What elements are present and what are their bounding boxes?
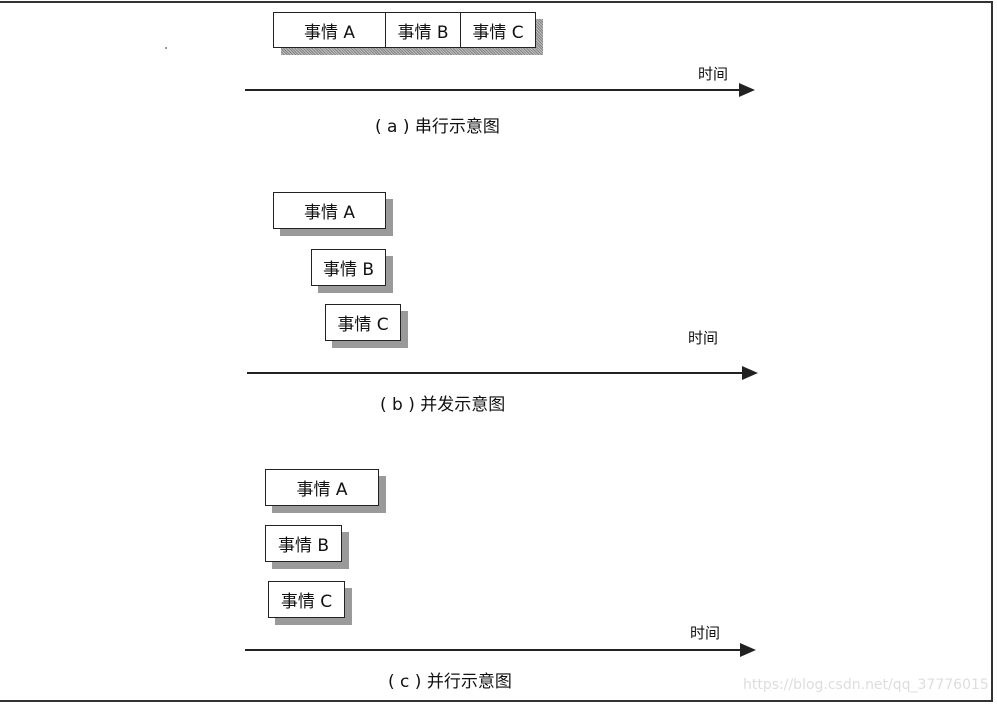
time-axis-arrow bbox=[245, 83, 755, 97]
caption: ( a ) 串行示意图 bbox=[375, 117, 500, 137]
box-shadow bbox=[281, 47, 543, 55]
event-a-box: 事情 A bbox=[273, 12, 386, 48]
caption: ( c ) 并行示意图 bbox=[388, 672, 512, 692]
caption: ( b ) 并发示意图 bbox=[380, 395, 506, 415]
watermark: https://blog.csdn.net/qq_37776015 bbox=[743, 677, 989, 693]
time-axis-label: 时间 bbox=[690, 624, 721, 642]
time-axis-arrow bbox=[245, 643, 756, 657]
box-shadow bbox=[535, 19, 543, 49]
time-axis-arrow bbox=[247, 366, 758, 380]
event-b-box: 事情 B bbox=[265, 525, 342, 562]
speck bbox=[165, 47, 167, 49]
event-b-box: 事情 B bbox=[311, 249, 386, 286]
event-b-box: 事情 B bbox=[385, 12, 461, 48]
event-a-box: 事情 A bbox=[273, 192, 386, 229]
event-c-box: 事情 C bbox=[268, 581, 345, 618]
event-c-box: 事情 C bbox=[325, 304, 401, 341]
time-axis-label: 时间 bbox=[698, 65, 729, 83]
time-axis-label: 时间 bbox=[688, 329, 719, 347]
event-a-box: 事情 A bbox=[265, 469, 379, 506]
event-c-box: 事情 C bbox=[460, 12, 536, 48]
